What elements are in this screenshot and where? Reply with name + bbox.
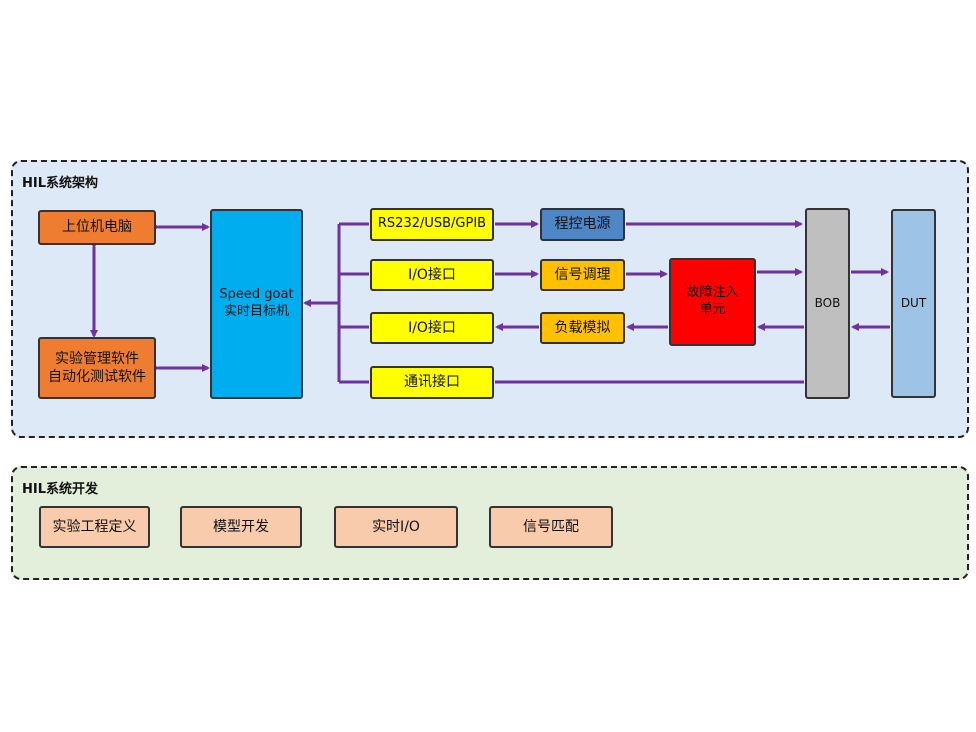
realtime-target-box: Speed goat 实时目标机 xyxy=(210,209,303,399)
signal-cond-label: 信号调理 xyxy=(554,266,611,283)
dev-item-label: 实时I/O xyxy=(372,518,420,535)
dev-item-signal-matching: 信号匹配 xyxy=(489,506,613,548)
software-label-line1: 实验管理软件 xyxy=(55,350,139,367)
fault-label-line2: 单元 xyxy=(699,302,726,317)
io-input-label: I/O接口 xyxy=(408,266,456,283)
host-pc-box: 上位机电脑 xyxy=(38,210,156,245)
comm-label: 通讯接口 xyxy=(404,374,460,391)
rs232-interface-box: RS232/USB/GPIB xyxy=(370,208,494,241)
development-title: HIL系统开发 xyxy=(22,482,99,497)
rs232-label: RS232/USB/GPIB xyxy=(377,216,487,232)
software-label-line2: 自动化测试软件 xyxy=(48,369,146,385)
dut-label: DUT xyxy=(900,295,927,310)
io-output-box: I/O接口 xyxy=(370,312,494,344)
power-supply-box: 程控电源 xyxy=(540,208,625,241)
signal-conditioning-box: 信号调理 xyxy=(540,259,625,291)
comm-interface-box: 通讯接口 xyxy=(370,366,494,399)
dev-item-project-definition: 实验工程定义 xyxy=(39,506,150,548)
fault-injection-box: 故障注入 单元 xyxy=(669,258,756,346)
architecture-title: HIL系统架构 xyxy=(22,176,99,191)
bob-box: BOB xyxy=(805,208,850,399)
dev-item-label: 模型开发 xyxy=(213,518,269,535)
target-label-line1: Speed goat xyxy=(219,287,294,303)
test-software-box: 实验管理软件 自动化测试软件 xyxy=(38,337,156,399)
dev-item-model-development: 模型开发 xyxy=(180,506,302,548)
io-input-box: I/O接口 xyxy=(370,259,494,291)
fault-label-line1: 故障注入 xyxy=(686,285,739,301)
dut-box: DUT xyxy=(891,209,936,398)
power-label: 程控电源 xyxy=(554,216,611,233)
dev-item-label: 信号匹配 xyxy=(523,518,579,535)
io-output-label: I/O接口 xyxy=(408,319,456,336)
dev-item-realtime-io: 实时I/O xyxy=(334,506,458,548)
bob-label: BOB xyxy=(814,295,841,310)
host-pc-label: 上位机电脑 xyxy=(62,219,132,236)
load-simulation-box: 负载模拟 xyxy=(540,312,625,344)
target-label-line2: 实时目标机 xyxy=(223,304,289,319)
dev-item-label: 实验工程定义 xyxy=(52,518,137,535)
load-sim-label: 负载模拟 xyxy=(554,319,611,336)
development-panel xyxy=(11,466,969,580)
